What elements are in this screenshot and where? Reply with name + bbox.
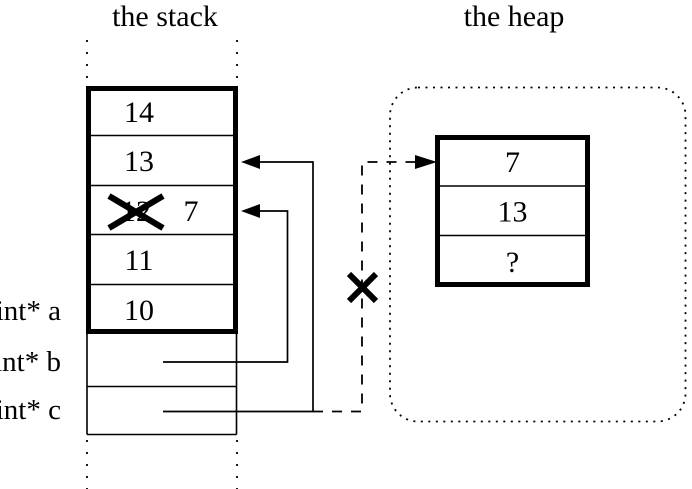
heap-row-dividers <box>440 185 588 237</box>
stack-cell-value: 11 <box>125 244 154 277</box>
stack-title: the stack <box>112 0 218 33</box>
heap-block-box <box>435 135 590 287</box>
heap-cell-value: ? <box>506 246 519 279</box>
stack-extent-dotted-lines <box>86 40 238 489</box>
pointer-c-line <box>163 155 314 413</box>
heap-cell-value: 7 <box>505 146 520 179</box>
stack-cell-value: 14 <box>124 96 154 129</box>
pointer-b-line <box>163 204 289 363</box>
stack-cell-value: 13 <box>124 145 154 178</box>
pointer-b-arrowhead-icon <box>241 204 260 218</box>
pointer-variable-cells <box>86 334 238 436</box>
stack-row-dividers <box>91 134 236 286</box>
label-int-a: int* a <box>0 295 61 327</box>
dangling-pointer-line <box>313 155 437 413</box>
heap-cell-value: 13 <box>498 196 528 229</box>
heap-title: the heap <box>464 0 565 33</box>
stack-cell-value: 10 <box>124 294 154 327</box>
label-int-b: int* b <box>0 346 61 378</box>
pointer-c-arrowhead-icon <box>241 155 260 169</box>
heap-region-dotted-border <box>389 86 687 423</box>
crossed-out-value-x-icon <box>107 193 165 231</box>
invalid-pointer-x-icon <box>346 271 379 304</box>
stack-frame-box <box>86 86 238 334</box>
stack-cell-new-value: 7 <box>184 195 199 228</box>
dangling-pointer-arrowhead-icon <box>415 155 437 169</box>
label-int-c: int* c <box>0 394 61 426</box>
